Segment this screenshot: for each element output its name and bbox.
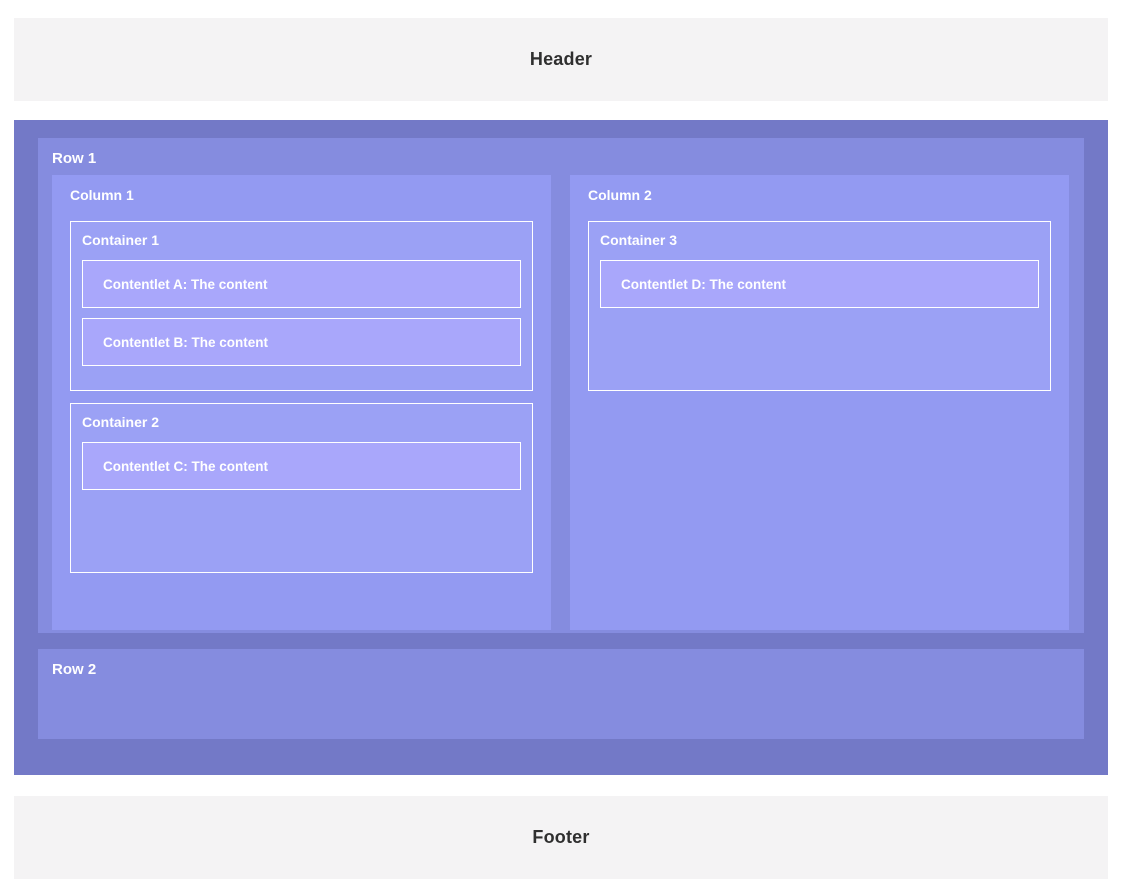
- container-1[interactable]: Container 1 Contentlet A: The content Co…: [70, 221, 533, 391]
- container-1-label: Container 1: [82, 232, 160, 248]
- contentlet-d[interactable]: Contentlet D: The content: [600, 260, 1039, 308]
- container-3-label: Container 3: [600, 232, 678, 248]
- header-region[interactable]: Header: [14, 18, 1108, 101]
- row-1-columns: Column 1 Container 1 Contentlet A: The c…: [52, 175, 1070, 630]
- footer-label: Footer: [532, 827, 590, 847]
- contentlet-c-label: Contentlet C: The content: [103, 458, 268, 474]
- contentlet-a[interactable]: Contentlet A: The content: [82, 260, 521, 308]
- contentlet-b-label: Contentlet B: The content: [103, 334, 268, 350]
- contentlet-b[interactable]: Contentlet B: The content: [82, 318, 521, 366]
- container-3[interactable]: Container 3 Contentlet D: The content: [588, 221, 1051, 391]
- row-2[interactable]: Row 2: [38, 649, 1084, 739]
- container-2[interactable]: Container 2 Contentlet C: The content: [70, 403, 533, 573]
- row-1-label: Row 1: [52, 150, 97, 167]
- column-2-label: Column 2: [588, 187, 652, 203]
- column-2[interactable]: Column 2 Container 3 Contentlet D: The c…: [570, 175, 1069, 630]
- column-1-label: Column 1: [70, 187, 134, 203]
- column-1[interactable]: Column 1 Container 1 Contentlet A: The c…: [52, 175, 551, 630]
- container-2-label: Container 2: [82, 414, 160, 430]
- header-label: Header: [529, 49, 593, 69]
- body-region: Row 1 Column 1 Container 1 Contentlet A:…: [14, 120, 1108, 775]
- footer-region[interactable]: Footer: [14, 796, 1108, 879]
- contentlet-d-label: Contentlet D: The content: [621, 276, 786, 292]
- row-1[interactable]: Row 1 Column 1 Container 1 Contentlet A:…: [38, 138, 1084, 633]
- contentlet-a-label: Contentlet A: The content: [103, 276, 268, 292]
- contentlet-c[interactable]: Contentlet C: The content: [82, 442, 521, 490]
- row-2-label: Row 2: [52, 661, 97, 678]
